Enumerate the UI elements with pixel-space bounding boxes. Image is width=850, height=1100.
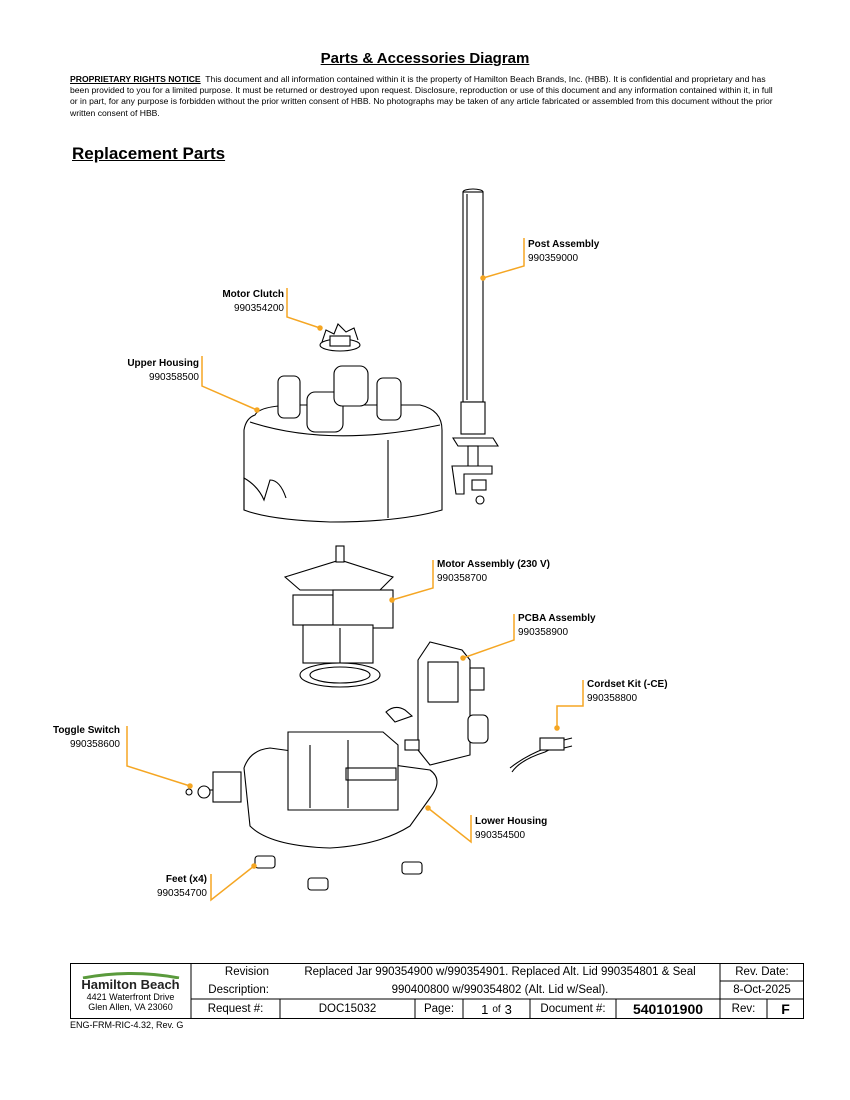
company-logo: Hamilton Beach — [81, 976, 180, 992]
part-label-pcba: PCBA Assembly 990358900 — [518, 612, 596, 640]
part-number: 990358600 — [69, 739, 120, 750]
page-indicator: 1 of 3 — [463, 999, 530, 1019]
part-number: 990354500 — [475, 830, 526, 841]
part-name: PCBA Assembly — [518, 613, 596, 624]
form-number: ENG-FRM-RIC-4.32, Rev. G — [70, 1020, 184, 1030]
part-label-upper: Upper Housing 990358500 — [127, 357, 199, 385]
notice-heading: PROPRIETARY RIGHTS NOTICE — [70, 74, 201, 84]
part-name: Cordset Kit (-CE) — [587, 679, 668, 690]
cordset-drawing — [509, 737, 573, 773]
part-label-toggle: Toggle Switch 990358600 — [53, 724, 120, 752]
leader-post — [482, 238, 525, 279]
leader-pcba — [462, 614, 515, 659]
leader-clutch — [286, 288, 321, 329]
part-name: Post Assembly — [528, 239, 600, 250]
leader-cordset — [556, 680, 584, 728]
leader-lines — [126, 238, 584, 902]
leader-feet — [210, 865, 255, 902]
part-name: Motor Clutch — [222, 289, 284, 300]
part-number: 990354200 — [233, 303, 284, 314]
rev-date-value: 8-Oct-2025 — [733, 984, 791, 996]
rev-value: F — [781, 1001, 790, 1017]
page-label: Page: — [423, 1003, 455, 1015]
company-logo-block: Hamilton Beach 4421 Waterfront Drive Gle… — [70, 963, 191, 1019]
document-label: Document #: — [540, 1003, 606, 1015]
part-label-clutch: Motor Clutch 990354200 — [222, 288, 284, 316]
leader-upper — [201, 356, 258, 411]
page-of: of — [492, 1003, 501, 1015]
section-title: Replacement Parts — [72, 144, 226, 163]
part-name: Upper Housing — [127, 358, 199, 369]
exploded-parts-diagram — [126, 188, 584, 902]
description-line-1: Replaced Jar 990354900 w/990354901. Repl… — [304, 966, 696, 978]
address-line-1: 4421 Waterfront Drive — [86, 991, 175, 1002]
title-block: Hamilton Beach 4421 Waterfront Drive Gle… — [70, 963, 804, 1019]
part-number: 990358700 — [437, 573, 488, 584]
leader-lower — [427, 807, 472, 844]
part-number: 990358500 — [148, 372, 199, 383]
request-label: Request #: — [207, 1003, 264, 1015]
description-line-2: 990400800 w/990354802 (Alt. Lid w/Seal). — [391, 984, 609, 996]
part-name: Motor Assembly (230 V) — [437, 559, 550, 570]
page-title: Parts & Accessories Diagram — [320, 50, 530, 67]
feet-drawing — [254, 855, 423, 891]
leader-toggle — [126, 726, 191, 787]
document-number: 540101900 — [632, 1001, 704, 1017]
part-label-post: Post Assembly 990359000 — [528, 238, 599, 266]
motor-clutch-drawing — [319, 323, 361, 352]
part-label-feet: Feet (x4) 990354700 — [157, 873, 207, 901]
part-number: 990359000 — [528, 253, 579, 264]
post-assembly-drawing — [451, 188, 499, 505]
request-value: DOC15032 — [318, 1003, 377, 1015]
revision-label: Revision — [224, 966, 269, 978]
page-total: 3 — [504, 1001, 512, 1017]
part-number: 990358800 — [587, 693, 638, 704]
proprietary-notice: PROPRIETARY RIGHTS NOTICE This document … — [70, 74, 782, 119]
part-name: Lower Housing — [475, 816, 548, 827]
page-number: 1 — [481, 1001, 489, 1017]
description-label: Description: — [208, 984, 269, 996]
part-label-cordset: Cordset Kit (-CE) 990358800 — [587, 678, 668, 706]
motor-assembly-drawing — [283, 545, 395, 688]
logo-swoosh-icon — [82, 971, 179, 979]
rev-label: Rev: — [731, 1003, 756, 1015]
part-label-motor: Motor Assembly (230 V) 990358700 — [437, 558, 550, 586]
part-number: 990354700 — [156, 888, 207, 899]
part-name: Feet (x4) — [165, 874, 207, 885]
part-name: Toggle Switch — [52, 725, 120, 736]
upper-housing-drawing — [243, 365, 443, 523]
part-label-lower: Lower Housing 990354500 — [475, 815, 547, 843]
part-number: 990358900 — [518, 627, 569, 638]
toggle-switch-drawing — [185, 771, 242, 803]
address-line-2: Glen Allen, VA 23060 — [88, 1001, 173, 1012]
leader-motor — [391, 560, 434, 601]
title-block-grid — [70, 963, 804, 1019]
rev-date-label: Rev. Date: — [735, 966, 789, 978]
pcba-assembly-drawing — [417, 641, 489, 766]
lower-housing-drawing — [243, 706, 438, 849]
notice-text: This document and all information contai… — [70, 74, 773, 118]
